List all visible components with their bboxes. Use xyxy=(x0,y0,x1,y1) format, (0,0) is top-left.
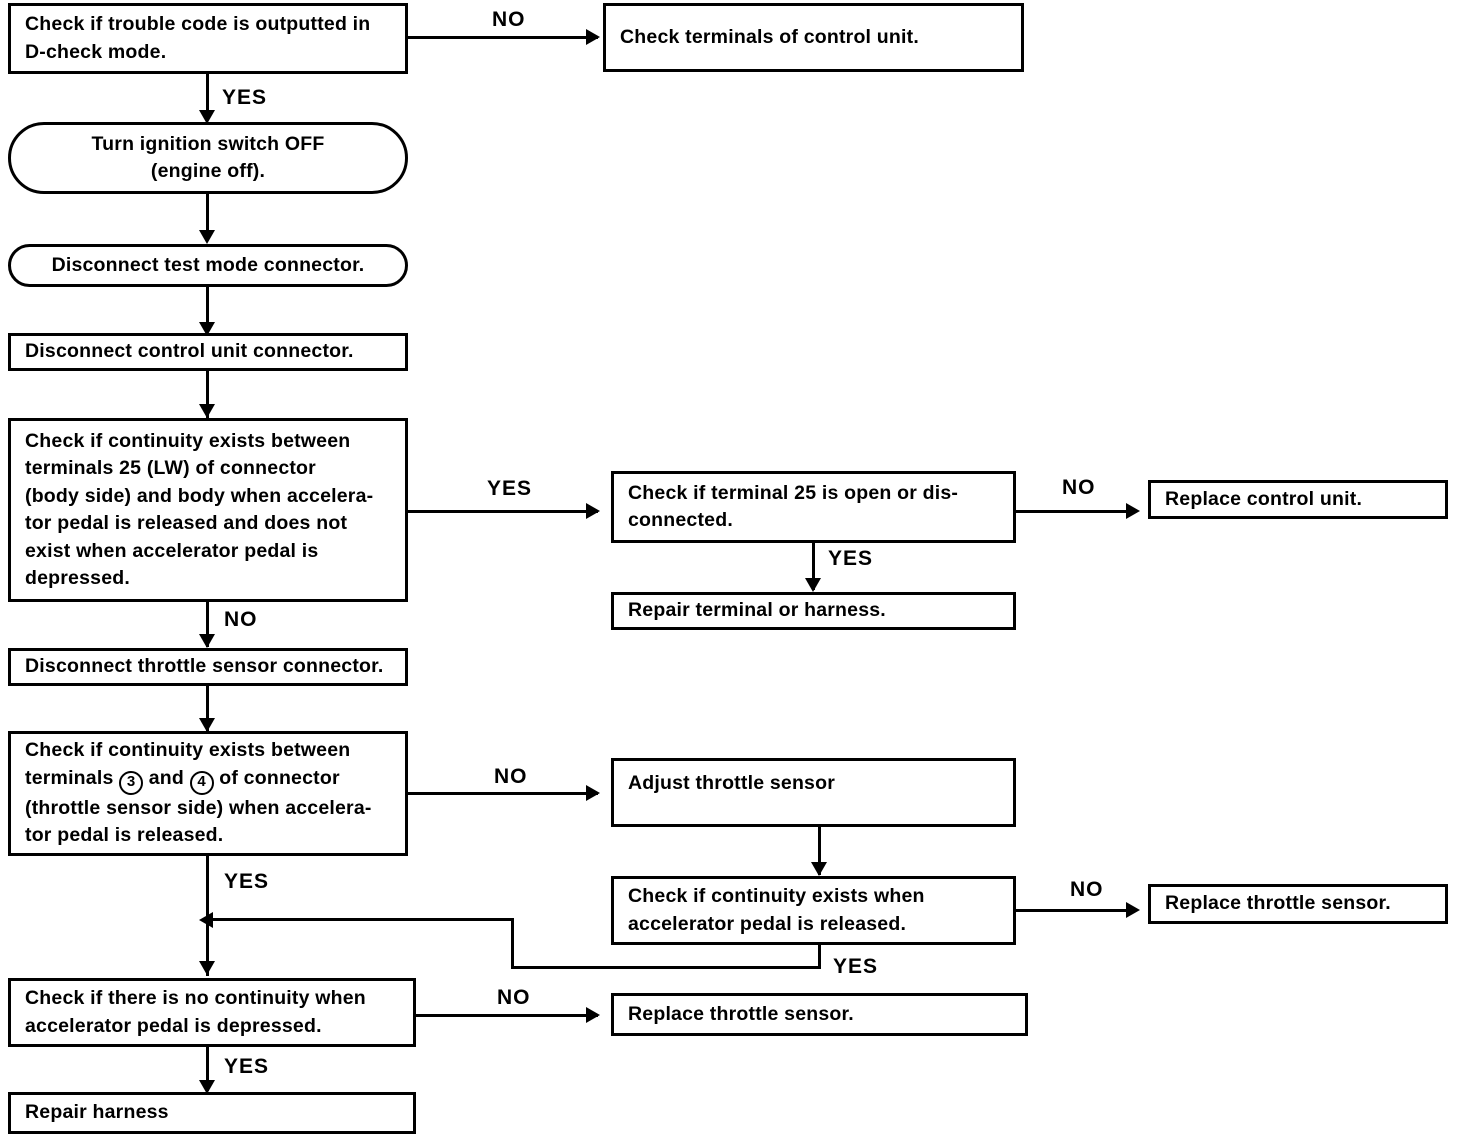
node-check-continuity-pedal-released-label: Check if continuity exists when accelera… xyxy=(628,885,925,935)
edge-n1-n2-line xyxy=(408,36,598,39)
edge-n7-n8-line xyxy=(1016,510,1134,513)
node-turn-ignition-off: Turn ignition switch OFF (engine off). xyxy=(8,122,408,194)
edge-n15-n17-arrowhead xyxy=(199,1080,215,1094)
edge-n6-n7-arrowhead xyxy=(586,503,600,519)
edge-n10-n11-arrowhead xyxy=(199,718,215,732)
node-replace-control-unit-label: Replace control unit. xyxy=(1165,487,1363,510)
node-replace-throttle-sensor-right-label: Replace throttle sensor. xyxy=(1165,892,1391,915)
edge-n6-n7-line xyxy=(408,510,598,513)
n11-text-after: of connector (throttle sensor side) when… xyxy=(25,766,372,847)
terminal-3-circled: 3 xyxy=(119,770,144,795)
node-check-terminal-25-open-label: Check if terminal 25 is open or dis- con… xyxy=(628,481,959,532)
edge-n13-yes-down-segment xyxy=(818,945,821,969)
edge-label-n13-yes: YES xyxy=(833,955,879,978)
node-repair-terminal-harness-label: Repair terminal or harness. xyxy=(628,599,886,622)
edge-n13-n14-line xyxy=(1016,909,1134,912)
node-check-no-continuity-pedal-depressed: Check if there is no continuity when acc… xyxy=(8,978,416,1047)
node-replace-control-unit: Replace control unit. xyxy=(1148,480,1448,519)
node-check-terminals-control-unit: Check terminals of control unit. xyxy=(603,3,1024,72)
node-repair-harness-label: Repair harness xyxy=(25,1101,169,1124)
edge-n11-n15-line xyxy=(206,856,209,976)
node-check-continuity-pedal-released: Check if continuity exists when accelera… xyxy=(611,876,1016,945)
node-disconnect-throttle-sensor-connector-label: Disconnect throttle sensor connector. xyxy=(25,655,384,678)
edge-n3-n4-arrowhead xyxy=(199,230,215,244)
node-check-continuity-terminals-3-4: Check if continuity exists between termi… xyxy=(8,731,408,856)
edge-label-n15-no: NO xyxy=(497,986,531,1009)
node-repair-terminal-harness: Repair terminal or harness. xyxy=(611,592,1016,630)
edge-n7-n8-arrowhead xyxy=(1126,503,1140,519)
node-repair-harness: Repair harness xyxy=(8,1092,416,1134)
edge-n13-yes-bottom-segment xyxy=(511,966,821,969)
edge-n15-n17-line xyxy=(206,1047,209,1091)
edge-label-n6-yes: YES xyxy=(487,477,533,500)
edge-label-n13-no: NO xyxy=(1070,878,1104,901)
n11-text-mid: and xyxy=(143,766,190,789)
edge-n13-yes-up-segment xyxy=(511,918,514,969)
edge-n12-n13-line xyxy=(818,827,821,875)
node-disconnect-test-mode-connector: Disconnect test mode connector. xyxy=(8,244,408,287)
edge-n7-n9-line xyxy=(812,543,815,590)
node-replace-throttle-sensor-bottom-label: Replace throttle sensor. xyxy=(628,1002,854,1025)
node-disconnect-test-mode-connector-label: Disconnect test mode connector. xyxy=(51,253,365,276)
node-disconnect-control-unit-connector: Disconnect control unit connector. xyxy=(8,333,408,371)
edge-label-n11-yes: YES xyxy=(224,870,270,893)
node-check-no-continuity-pedal-depressed-label: Check if there is no continuity when acc… xyxy=(25,987,366,1037)
node-check-continuity-terminals-3-4-label: Check if continuity exists between termi… xyxy=(11,737,405,850)
node-replace-throttle-sensor-bottom: Replace throttle sensor. xyxy=(611,993,1028,1036)
edge-n4-n5-arrowhead xyxy=(199,322,215,336)
edge-n1-n3-line xyxy=(206,74,209,118)
node-check-trouble-code: Check if trouble code is outputted in D-… xyxy=(8,3,408,74)
node-disconnect-throttle-sensor-connector: Disconnect throttle sensor connector. xyxy=(8,648,408,686)
edge-n15-n16-arrowhead xyxy=(586,1007,600,1023)
edge-n11-n15-arrowhead xyxy=(199,961,215,975)
edge-n6-n10-arrowhead xyxy=(199,634,215,648)
node-check-continuity-terminal-25-label: Check if continuity exists between termi… xyxy=(25,429,374,590)
node-check-terminals-control-unit-label: Check terminals of control unit. xyxy=(620,25,919,48)
edge-n6-n10-line xyxy=(206,602,209,647)
edge-n5-n6-line xyxy=(206,371,209,418)
n11-text-before: Check if continuity exists between termi… xyxy=(25,739,351,789)
node-turn-ignition-off-label: Turn ignition switch OFF (engine off). xyxy=(91,132,325,183)
node-disconnect-control-unit-connector-label: Disconnect control unit connector. xyxy=(25,340,354,363)
edge-label-n1-no: NO xyxy=(492,8,526,31)
edge-label-n11-no: NO xyxy=(494,765,528,788)
edge-n11-n12-arrowhead xyxy=(586,785,600,801)
edge-n15-n16-line xyxy=(416,1014,598,1017)
terminal-4-circled: 4 xyxy=(189,770,214,795)
edge-label-n15-yes: YES xyxy=(224,1055,270,1078)
edge-n13-yes-top-segment xyxy=(207,918,514,921)
edge-n11-n12-line xyxy=(408,792,598,795)
node-check-trouble-code-label: Check if trouble code is outputted in D-… xyxy=(25,13,371,63)
node-replace-throttle-sensor-right: Replace throttle sensor. xyxy=(1148,884,1448,924)
edge-n1-n2-arrowhead xyxy=(586,29,600,45)
edge-label-n6-no: NO xyxy=(224,608,258,631)
edge-n5-n6-arrowhead xyxy=(199,404,215,418)
edge-n7-n9-arrowhead xyxy=(805,578,821,592)
edge-n13-n14-arrowhead xyxy=(1126,902,1140,918)
node-check-continuity-terminal-25: Check if continuity exists between termi… xyxy=(8,418,408,602)
edge-label-n7-yes: YES xyxy=(828,547,874,570)
edge-n3-n4-line xyxy=(206,194,209,240)
edge-n12-n13-arrowhead xyxy=(811,862,827,876)
edge-n4-n5-line xyxy=(206,287,209,332)
node-adjust-throttle-sensor-label: Adjust throttle sensor xyxy=(628,772,835,794)
edge-label-n1-yes: YES xyxy=(222,86,268,109)
edge-label-n7-no: NO xyxy=(1062,476,1096,499)
edge-n10-n11-line xyxy=(206,686,209,731)
node-adjust-throttle-sensor: Adjust throttle sensor xyxy=(611,758,1016,827)
edge-n1-n3-arrowhead xyxy=(199,110,215,124)
node-check-terminal-25-open: Check if terminal 25 is open or dis- con… xyxy=(611,471,1016,543)
